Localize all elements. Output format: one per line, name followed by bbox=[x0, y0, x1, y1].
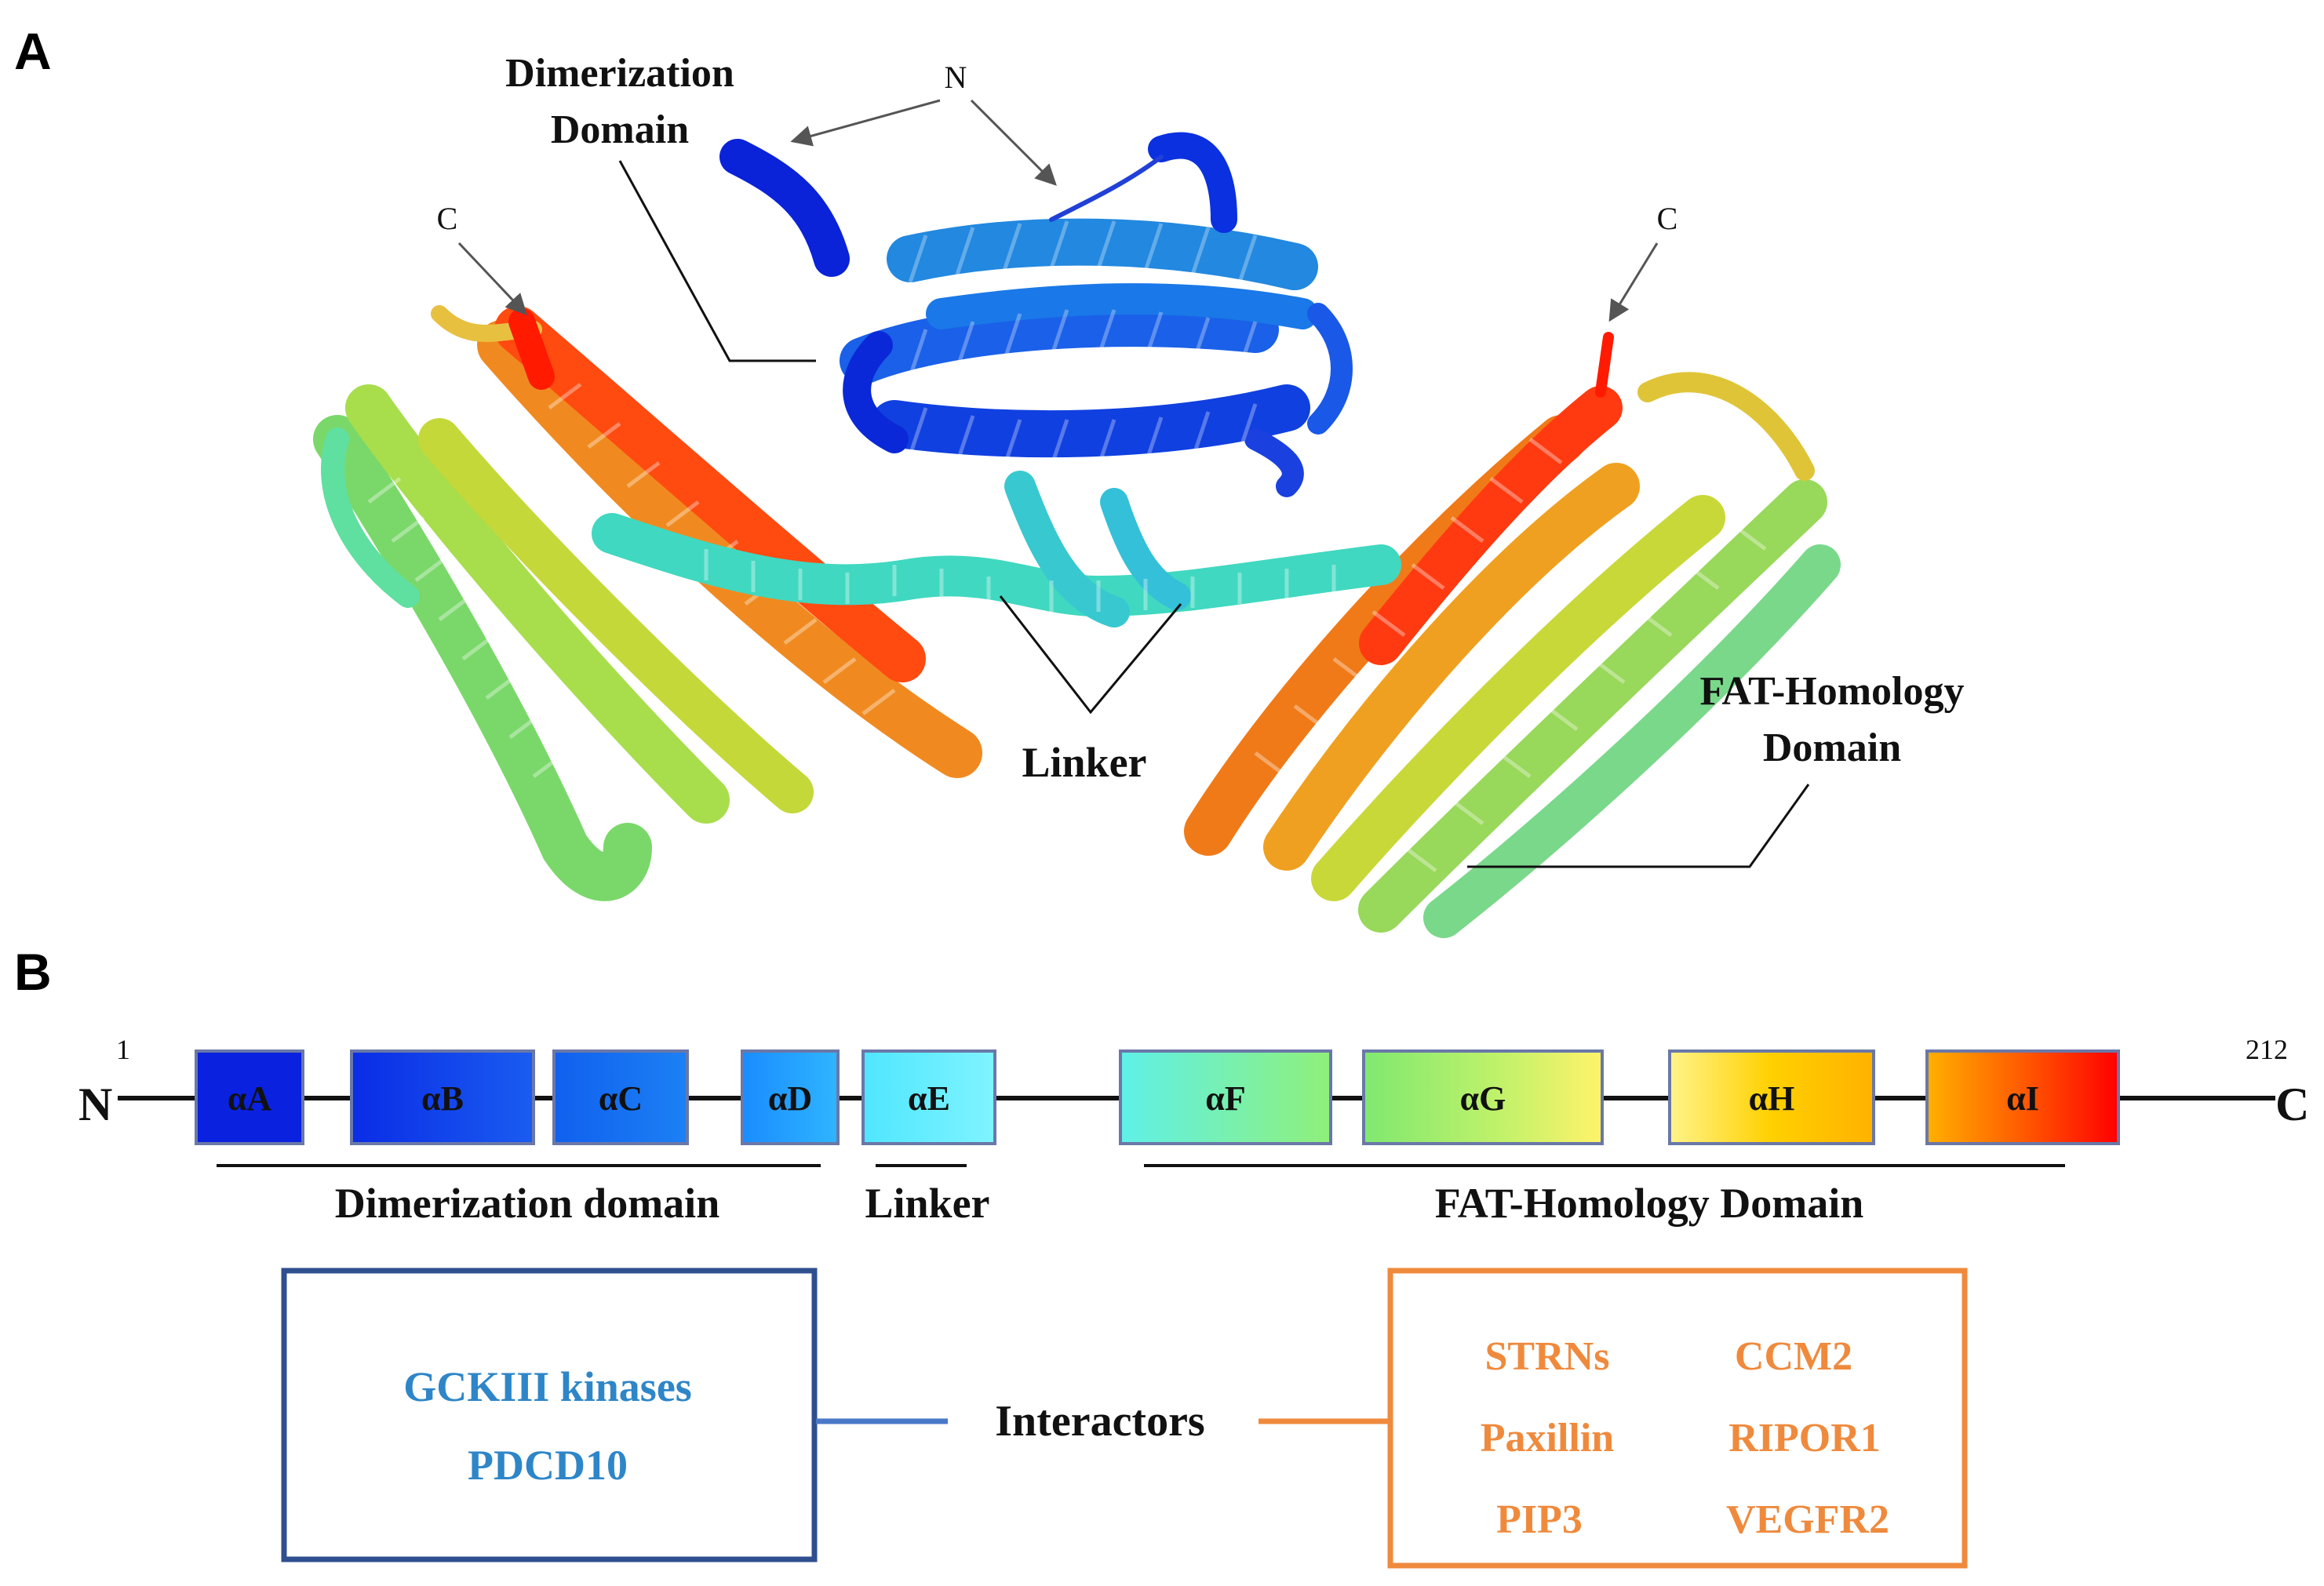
helix-boxes bbox=[195, 1049, 2120, 1145]
helix-box-h bbox=[1668, 1049, 1875, 1145]
c-arrow-left bbox=[457, 242, 527, 315]
helix-box-f bbox=[1119, 1049, 1332, 1145]
fat-domain-label: FAT-Homology Domain bbox=[1435, 1180, 1864, 1227]
right-helix-texture bbox=[1254, 438, 1767, 872]
dimerization-leader-line bbox=[618, 160, 816, 362]
c-terminus-left-label: C bbox=[437, 201, 458, 236]
right-interactors-list: STRNs CCM2 Paxillin RIPOR1 PIP3 VEGFR2 bbox=[1481, 1334, 1889, 1542]
end-residue-label: 212 bbox=[2246, 1034, 2288, 1065]
helix-box-e bbox=[861, 1049, 996, 1145]
right-interactor-5: PIP3 bbox=[1496, 1497, 1583, 1542]
left-interactors-box bbox=[281, 1268, 818, 1562]
dimerization-texture bbox=[908, 220, 1258, 467]
dimerization-label-line1: Dimerization bbox=[505, 51, 734, 96]
helix-box-g bbox=[1362, 1049, 1604, 1145]
n-terminus-label: N bbox=[945, 60, 967, 95]
helix-label-h: αH bbox=[1749, 1079, 1795, 1118]
helix-label-d: αD bbox=[768, 1079, 812, 1118]
helix-box-i bbox=[1925, 1049, 2120, 1145]
left-fat-lobe bbox=[313, 305, 982, 901]
c-end-label: C bbox=[2275, 1079, 2309, 1130]
right-interactor-6: VEGFR2 bbox=[1726, 1497, 1889, 1542]
helix-label-f: αF bbox=[1205, 1079, 1245, 1118]
panel-b-letter: B bbox=[14, 943, 52, 1001]
helix-box-a bbox=[195, 1049, 304, 1145]
linker-region bbox=[592, 471, 1401, 627]
left-interactor-2: PDCD10 bbox=[468, 1442, 628, 1489]
dimerization-domain-label: Dimerization domain bbox=[335, 1180, 719, 1227]
left-interactor-1: GCKIII kinases bbox=[403, 1363, 692, 1410]
helix-label-i: αI bbox=[2006, 1079, 2039, 1118]
linker-texture bbox=[704, 549, 1336, 612]
fat-label-line1: FAT-Homology bbox=[1699, 669, 1964, 714]
helix-label-e: αE bbox=[908, 1079, 950, 1118]
right-interactor-1: STRNs bbox=[1485, 1334, 1610, 1379]
n-end-label: N bbox=[78, 1079, 112, 1130]
helix-label-c: αC bbox=[599, 1079, 643, 1118]
right-interactor-4: RIPOR1 bbox=[1728, 1416, 1881, 1461]
interactors-label: Interactors bbox=[995, 1397, 1204, 1446]
fat-label-line2: Domain bbox=[1763, 726, 1901, 770]
dimerization-label-line2: Domain bbox=[551, 107, 689, 152]
n-arrow-left bbox=[790, 99, 941, 147]
n-arrow-right bbox=[970, 99, 1057, 186]
helix-label-a: αA bbox=[228, 1079, 272, 1118]
right-fat-lobe bbox=[1184, 332, 1841, 938]
c-terminus-right-label: C bbox=[1657, 201, 1678, 236]
right-interactors-box bbox=[1387, 1268, 1968, 1569]
start-residue-label: 1 bbox=[116, 1034, 130, 1065]
helix-labels: αA αB αC αD αE αF αG αH αI bbox=[228, 1079, 2039, 1118]
right-interactor-2: CCM2 bbox=[1735, 1334, 1852, 1379]
linker-domain-label: Linker bbox=[865, 1180, 989, 1227]
linker-leader-lines bbox=[999, 595, 1182, 715]
c-arrow-right bbox=[1608, 242, 1659, 322]
helix-label-b: αB bbox=[421, 1079, 464, 1118]
helix-box-d bbox=[741, 1049, 840, 1145]
fat-leader-line bbox=[1467, 784, 1810, 868]
protein-ribbon-structure bbox=[313, 132, 1841, 938]
right-interactor-3: Paxillin bbox=[1481, 1416, 1615, 1461]
helix-box-b bbox=[350, 1049, 535, 1145]
panel-a-letter: A bbox=[14, 22, 52, 80]
dimerization-domain-structure bbox=[719, 132, 1353, 497]
helix-box-c bbox=[552, 1049, 689, 1145]
linker-label: Linker bbox=[1022, 739, 1146, 786]
helix-label-g: αG bbox=[1460, 1079, 1506, 1118]
